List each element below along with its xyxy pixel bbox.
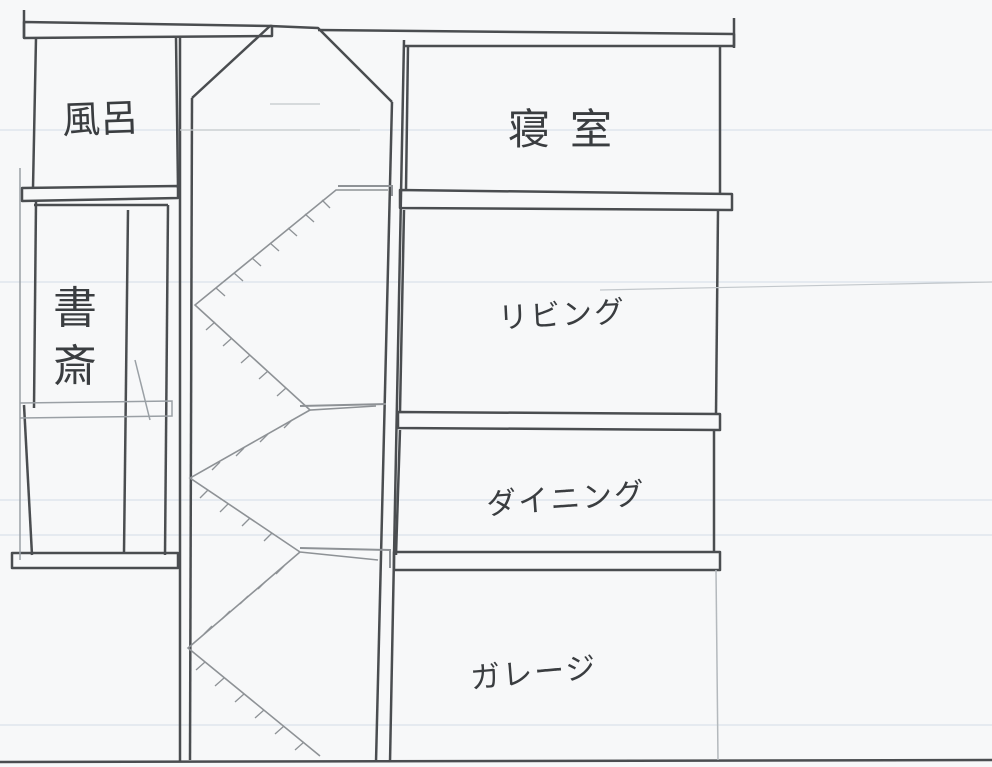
- room-label-bedroom: 寝室: [508, 105, 633, 154]
- room-label-living: リビング: [497, 294, 628, 337]
- right-wing: [317, 18, 736, 572]
- garage-outline: [715, 569, 719, 761]
- room-label-bath: 風呂: [61, 95, 139, 143]
- stray-marks: [180, 103, 992, 291]
- study-faint-line: [19, 168, 173, 560]
- room-label-study: 書斎: [53, 283, 99, 392]
- ground-line: [0, 758, 992, 764]
- stair-tower: [191, 24, 406, 763]
- left-wing: [10, 10, 274, 762]
- staircase: [186, 185, 393, 757]
